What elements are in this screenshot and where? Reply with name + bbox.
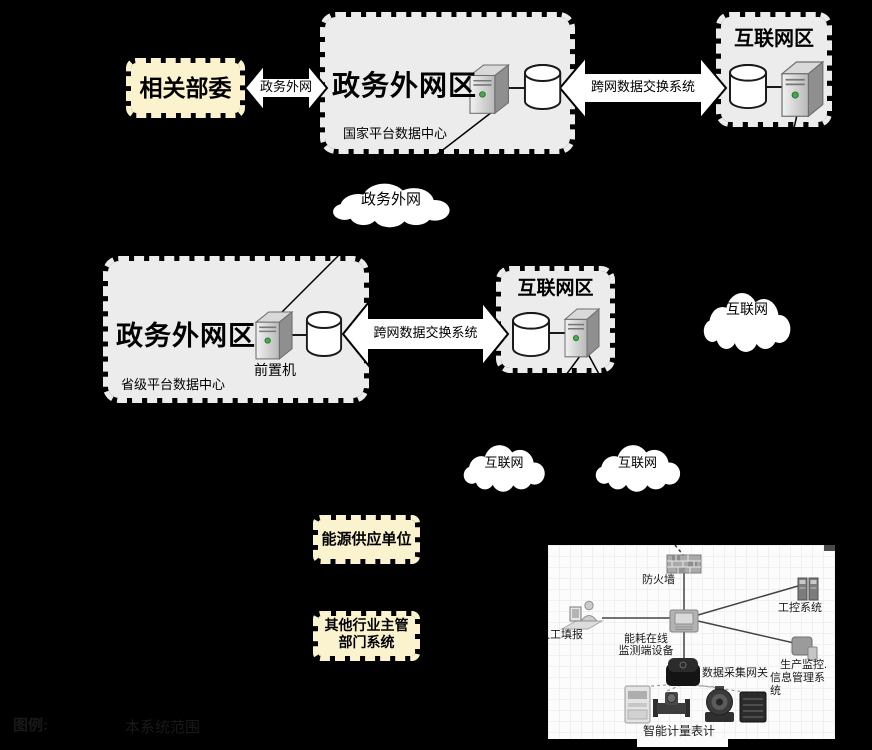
gov-extranet-cloud-label: 政务外网 <box>360 191 421 208</box>
device-production-line <box>697 620 795 644</box>
internet-mid-database-icon <box>512 311 550 358</box>
device-label-line2: 监测端设备 <box>618 645 674 657</box>
national-zone-title: 政务外网区 <box>332 70 478 101</box>
internet-zone-top-title: 互联网区 <box>734 28 814 50</box>
panel-graphics <box>560 545 835 724</box>
provincial-exchange-arrow-label: 跨网数据交换系统 <box>373 325 478 340</box>
flow-meter-icon <box>653 692 690 717</box>
national-server-to-cloud-line <box>399 111 493 184</box>
laptop-user-icon <box>560 600 604 630</box>
national-database-icon <box>523 64 562 110</box>
internet-mid-server-icon <box>564 308 600 358</box>
internet-top-server-icon <box>781 61 824 118</box>
monitoring-panel: 防火墙 人工填报 能耗在线 监测端设备 工控系统 生产监控. 信息管理系统 数据… <box>548 545 835 739</box>
server-db-links <box>292 86 784 336</box>
front-server-label: 前置机 <box>254 362 296 378</box>
connector-lines <box>276 105 800 449</box>
provincial-exchange-arrow <box>341 299 510 369</box>
production-label-line2: 信息管理系统 <box>770 672 825 697</box>
national-exchange-arrow <box>558 54 728 122</box>
other-departments-line1: 其他行业主管 <box>324 617 409 633</box>
top-server-to-internet-line <box>756 105 800 293</box>
ministry-link-arrow-label: 政务外网 <box>259 79 312 94</box>
national-zone-subtitle: 国家平台数据中心 <box>343 126 448 141</box>
meters-label: 智能计量表计 <box>643 724 716 738</box>
internet-cloud-right-label: 互联网 <box>726 301 768 317</box>
device-label-line1: 能耗在线 <box>624 633 668 645</box>
production-server-icon <box>791 636 818 661</box>
firewall-icon <box>666 554 702 574</box>
device-ics-line <box>697 585 799 616</box>
other-departments-line2: 部门系统 <box>338 634 395 650</box>
provincial-zone-subtitle: 省级平台数据中心 <box>121 377 226 392</box>
related-ministries-box <box>126 58 245 118</box>
internet-to-firewall-line <box>674 545 685 557</box>
legend-title: 图例: <box>13 717 48 734</box>
collector-box-icon <box>739 691 767 723</box>
internet-cloud-bottom-left-label: 互联网 <box>484 455 524 470</box>
gateway-label: 数据采集网关 <box>702 667 768 679</box>
manual-entry-label: 人工填报 <box>548 629 583 641</box>
national-exchange-arrow-label: 跨网数据交换系统 <box>590 79 695 94</box>
gateway-icon <box>666 658 700 686</box>
provincial-database-icon <box>305 311 343 357</box>
mid-server-to-internet2-line <box>586 351 639 447</box>
related-ministries-label: 相关部委 <box>139 74 232 101</box>
legend-item-label: 本系统范围 <box>125 719 201 736</box>
production-label-line1: 生产监控. <box>780 659 828 671</box>
other-departments-box <box>313 611 420 661</box>
industrial-cabinet-icon <box>797 577 819 601</box>
cloud-to-front-server-line <box>276 225 369 318</box>
energy-supplier-label: 能源供应单位 <box>321 530 412 548</box>
panel-corner-mark <box>824 545 835 551</box>
panel-tab <box>637 738 728 747</box>
internet-cloud-bottom-right-label: 互联网 <box>617 455 657 470</box>
internet-top-database-icon <box>729 63 767 110</box>
mid-server-to-internet1-line <box>511 351 584 449</box>
gauge-meter-icon <box>705 686 734 722</box>
internet-zone-mid-title: 互联网区 <box>517 278 594 299</box>
electric-meter-icon <box>624 685 651 724</box>
monitor-device-icon <box>669 609 699 633</box>
ministry-link-arrow <box>243 62 329 114</box>
ics-label: 工控系统 <box>778 602 822 614</box>
provincial-zone-title: 政务外网区 <box>116 321 256 351</box>
front-server-icon <box>255 311 293 360</box>
energy-supplier-box <box>313 515 420 564</box>
firewall-label: 防火墙 <box>642 574 675 586</box>
